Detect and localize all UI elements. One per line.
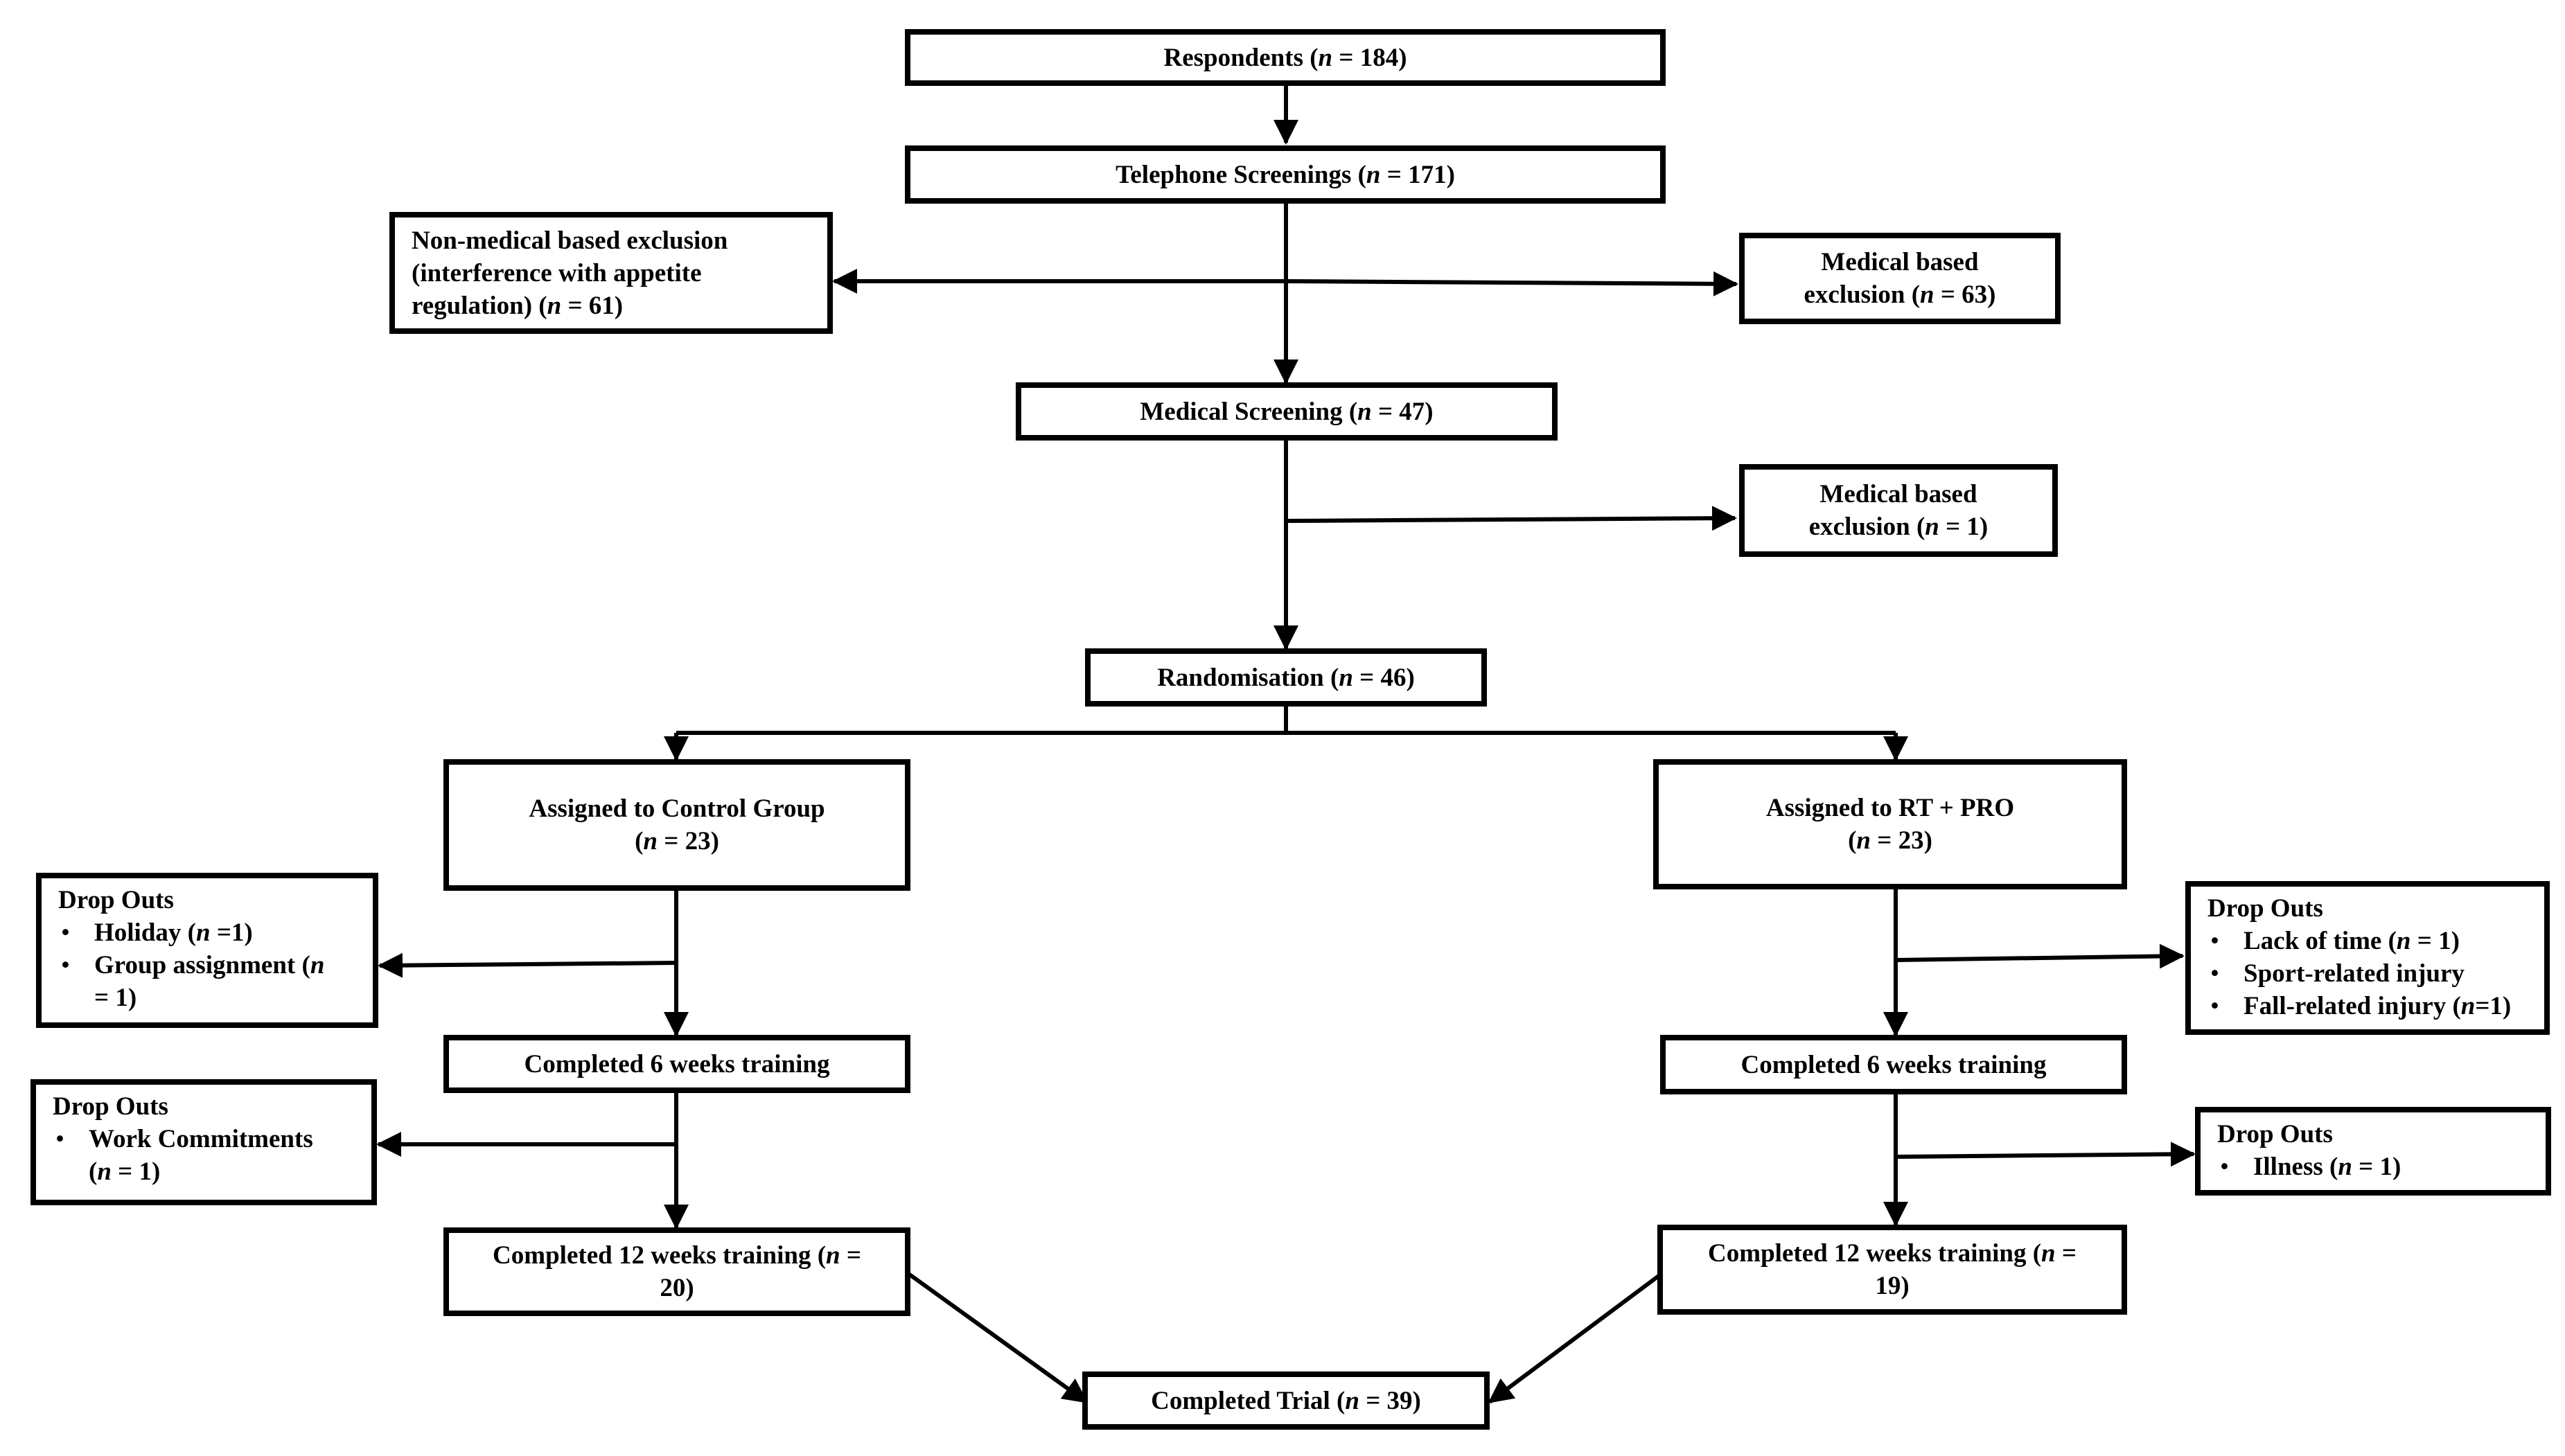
control-group-line-1: Assigned to Control Group	[529, 794, 825, 823]
medical-exclusion-2-line-1: Medical based	[1819, 480, 1977, 508]
rtpro-12wk-line-2: 19)	[1875, 1272, 1910, 1300]
dropout-item: Holiday (n =1)	[58, 916, 363, 949]
dropouts-control-2-box: Drop Outs Work Commitments (n = 1)	[30, 1079, 377, 1205]
arrow-rtpro-12wk-to-completed	[1488, 1270, 1666, 1404]
arrow-to-dropouts-rtpro-2	[1895, 1142, 2196, 1167]
nonmedical-exclusion-line-2: (interference with appetite	[412, 259, 702, 287]
completed-trial-box: Completed Trial (n = 39)	[1082, 1371, 1490, 1430]
rtpro-group-box: Assigned to RT + PRO (n = 23)	[1653, 759, 2127, 889]
control-6wk-label: Completed 6 weeks training	[524, 1049, 830, 1078]
telephone-screenings-box: Telephone Screenings (n = 171)	[905, 145, 1666, 204]
dropouts-rtpro-1-box: Drop Outs Lack of time (n = 1) Sport-rel…	[2185, 881, 2550, 1035]
control-12wk-line-2: 20)	[660, 1274, 694, 1302]
medical-exclusion-2-box: Medical based exclusion (n = 1)	[1739, 464, 2058, 557]
dropouts-rtpro-1-list: Lack of time (n = 1) Sport-related injur…	[2207, 925, 2535, 1022]
randomisation-label: Randomisation (n = 46)	[1157, 663, 1415, 692]
dropout-item: Illness (n = 1)	[2217, 1151, 2536, 1183]
medical-exclusion-2-line-2: exclusion (n = 1)	[1808, 513, 1989, 541]
medical-exclusion-1-line-1: Medical based	[1821, 248, 1979, 276]
dropouts-rtpro-2-title: Drop Outs	[2217, 1120, 2333, 1148]
telephone-screenings-label: Telephone Screenings (n = 171)	[1116, 160, 1455, 189]
dropouts-rtpro-1-title: Drop Outs	[2207, 894, 2323, 923]
dropouts-control-1-box: Drop Outs Holiday (n =1) Group assignmen…	[36, 873, 378, 1028]
respondents-label: Respondents (n = 184)	[1163, 43, 1407, 72]
rtpro-group-line-2: (n = 23)	[1848, 826, 1932, 855]
arrow-to-medical-exclusion-2	[1285, 506, 1737, 531]
control-12wk-line-1: Completed 12 weeks training (n =	[493, 1241, 861, 1270]
medical-exclusion-1-line-2: exclusion (n = 63)	[1804, 281, 1996, 309]
rtpro-group-line-1: Assigned to RT + PRO	[1765, 794, 2015, 822]
dropout-item: Sport-related injury	[2207, 957, 2535, 990]
rtpro-6wk-label: Completed 6 weeks training	[1740, 1050, 2047, 1079]
rtpro-12wk-box: Completed 12 weeks training (n = 19)	[1657, 1225, 2127, 1315]
nonmedical-exclusion-line-1: Non-medical based exclusion	[412, 227, 728, 255]
medical-screening-label: Medical Screening (n = 47)	[1140, 397, 1434, 426]
arrow-to-dropouts-rtpro-1	[1895, 943, 2185, 969]
dropout-item-continued: (n = 1)	[89, 1157, 161, 1186]
dropouts-control-2-list: Work Commitments (n = 1)	[53, 1123, 362, 1188]
dropout-item-continued: = 1)	[94, 984, 137, 1012]
arrow-to-medical-exclusion-1	[1285, 271, 1738, 296]
dropout-item: Fall-related injury (n=1)	[2207, 990, 2535, 1022]
medical-exclusion-1-box: Medical based exclusion (n = 63)	[1739, 233, 2061, 324]
control-12wk-box: Completed 12 weeks training (n = 20)	[443, 1227, 910, 1316]
completed-trial-label: Completed Trial (n = 39)	[1151, 1386, 1421, 1415]
dropout-item: Group assignment (n	[58, 949, 363, 982]
medical-screening-box: Medical Screening (n = 47)	[1016, 382, 1558, 441]
dropouts-rtpro-2-list: Illness (n = 1)	[2217, 1151, 2536, 1183]
control-group-line-2: (n = 23)	[635, 827, 719, 855]
respondents-box: Respondents (n = 184)	[905, 29, 1666, 86]
dropouts-rtpro-2-box: Drop Outs Illness (n = 1)	[2195, 1107, 2551, 1196]
dropouts-control-1-title: Drop Outs	[58, 886, 174, 914]
nonmedical-exclusion-line-3: regulation) (n = 61)	[412, 292, 624, 320]
randomisation-box: Randomisation (n = 46)	[1085, 648, 1487, 707]
control-group-box: Assigned to Control Group (n = 23)	[443, 759, 910, 891]
arrow-control-12wk-to-completed	[906, 1271, 1088, 1404]
rtpro-12wk-line-1: Completed 12 weeks training (n =	[1708, 1239, 2077, 1268]
dropout-item: Lack of time (n = 1)	[2207, 925, 2535, 957]
dropouts-control-2-title: Drop Outs	[53, 1092, 168, 1121]
rtpro-6wk-box: Completed 6 weeks training	[1660, 1035, 2127, 1094]
dropout-item: Work Commitments	[53, 1123, 362, 1155]
dropouts-control-1-list: Holiday (n =1) Group assignment (n = 1)	[58, 916, 363, 1014]
control-6wk-box: Completed 6 weeks training	[443, 1035, 910, 1093]
nonmedical-exclusion-box: Non-medical based exclusion (interferenc…	[389, 212, 833, 334]
arrow-to-dropouts-control-1	[378, 952, 677, 978]
